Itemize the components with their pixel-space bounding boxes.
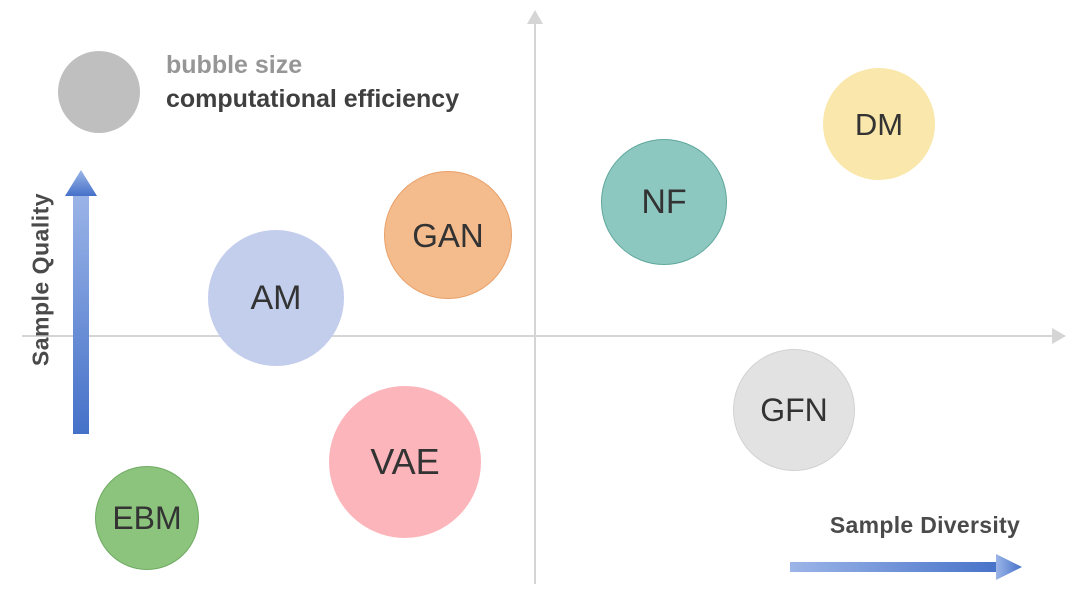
bubble-gan[interactable]: GAN — [384, 171, 512, 299]
legend-bubble-swatch-icon — [58, 51, 140, 133]
x-axis-annotation: Sample Diversity — [790, 512, 1060, 588]
x-axis-gradient-arrow-icon — [790, 554, 1022, 580]
y-axis-gradient-arrow-icon — [65, 170, 97, 434]
horizontal-axis-arrowhead-icon — [1052, 328, 1066, 344]
legend-caption-muted: bubble size — [166, 51, 303, 79]
legend-caption-bold: computational efficiency — [166, 85, 460, 113]
x-axis-label: Sample Diversity — [829, 512, 1021, 538]
bubble-ebm[interactable]: EBM — [95, 466, 199, 570]
bubble-label: EBM — [112, 500, 182, 536]
bubble-label: NF — [641, 183, 687, 221]
bubble-label: GFN — [760, 392, 828, 428]
bubble-am[interactable]: AM — [208, 230, 344, 366]
bubble-label: VAE — [370, 441, 440, 482]
bubble-nf[interactable]: NF — [601, 139, 727, 265]
bubble-label: DM — [854, 106, 904, 142]
legend-text-block: bubble size computational efficiency — [166, 48, 459, 116]
bubble-label: GAN — [412, 216, 484, 254]
bubble-dm[interactable]: DM — [823, 68, 935, 180]
bubble-size-legend: bubble size computational efficiency — [58, 48, 538, 144]
bubble-vae[interactable]: VAE — [329, 386, 481, 538]
vertical-axis-line — [534, 22, 536, 584]
bubble-label: AM — [250, 279, 302, 317]
horizontal-axis-line — [22, 335, 1054, 337]
y-axis-label: Sample Quality — [27, 192, 54, 367]
bubble-gfn[interactable]: GFN — [733, 349, 855, 471]
vertical-axis-arrowhead-icon — [527, 10, 543, 24]
y-axis-annotation: Sample Quality — [8, 168, 108, 438]
